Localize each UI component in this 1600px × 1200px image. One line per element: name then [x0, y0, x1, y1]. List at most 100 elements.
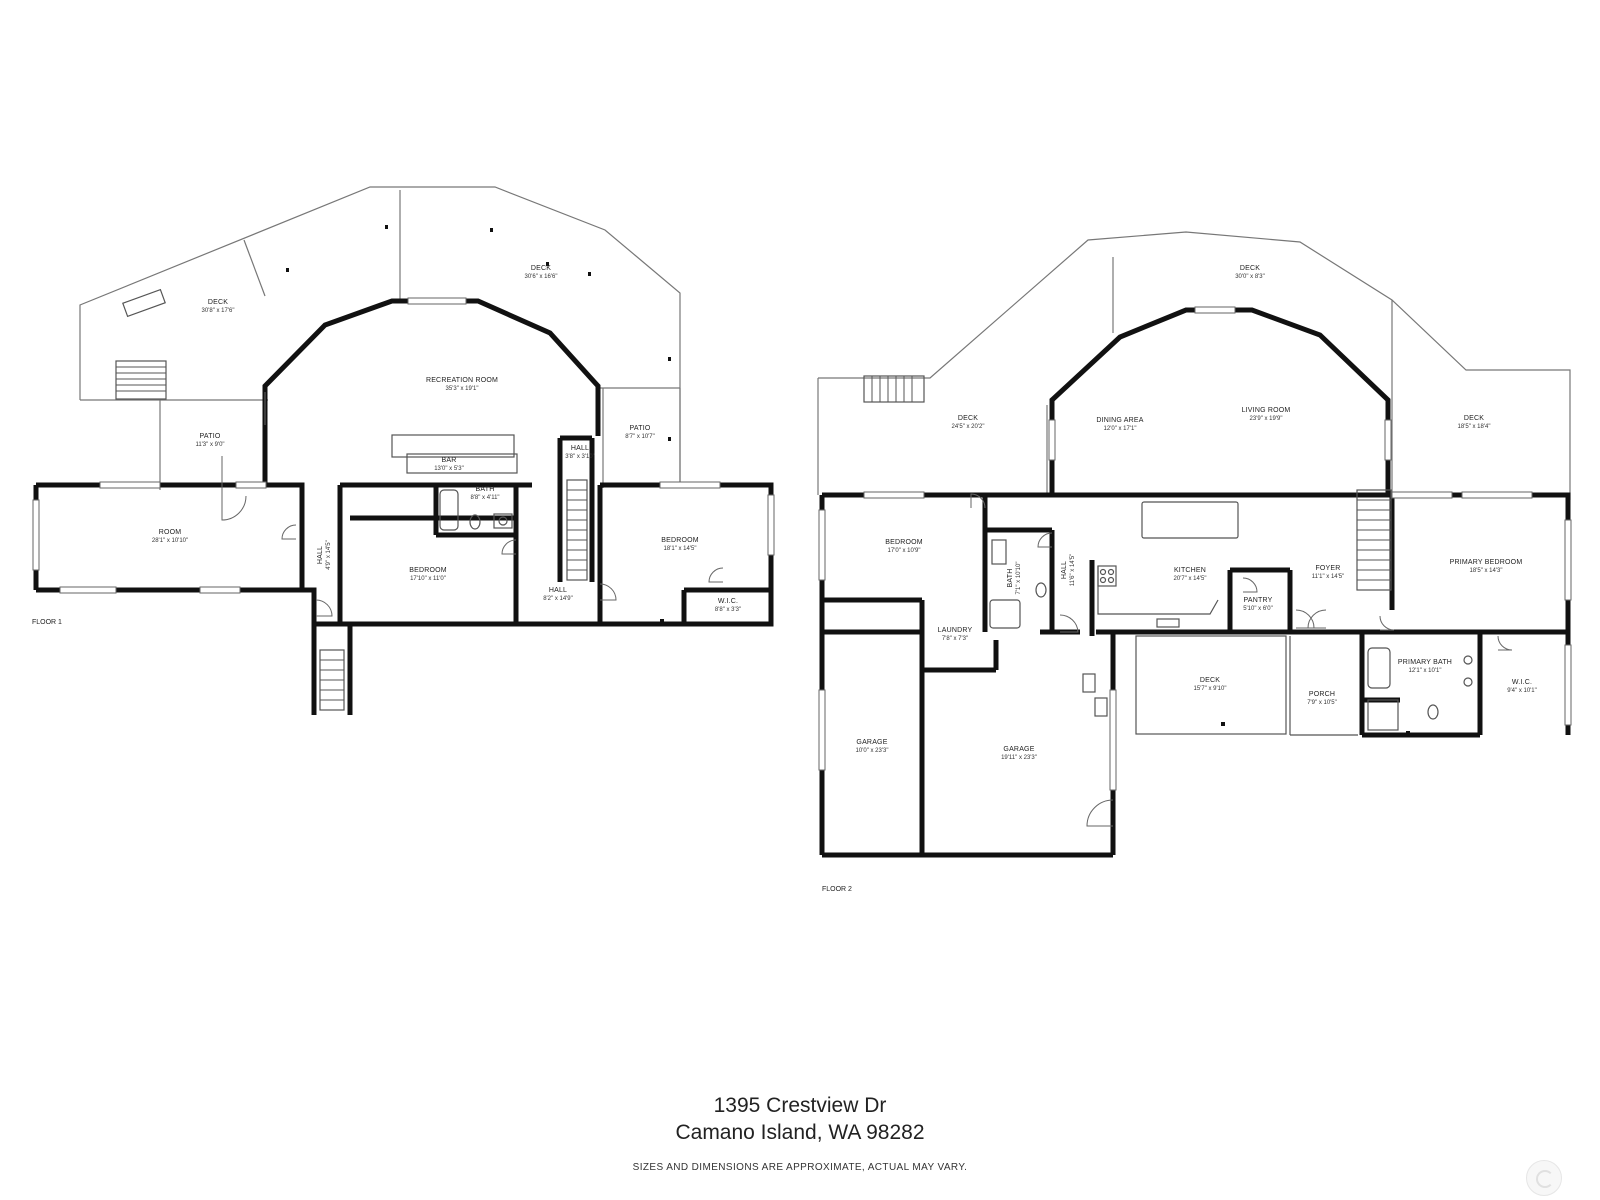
room-dimensions: 7'9" x 10'5": [1307, 700, 1337, 706]
room-label-f2-12: LAUNDRY 7'8" x 7'3": [938, 627, 973, 642]
room-label-f2-14: PORCH 7'9" x 10'5": [1307, 691, 1337, 706]
room-label-f1-5: BAR 13'0" x 5'3": [434, 457, 464, 472]
floor1-interior-stairs: [566, 479, 588, 581]
room-name: FOYER: [1315, 565, 1340, 572]
room-label-f2-3: LIVING ROOM 23'9" x 19'9": [1242, 407, 1291, 422]
room-dimensions: 18'5" x 14'3": [1470, 568, 1503, 574]
room-dimensions: 20'7" x 14'5": [1174, 576, 1207, 582]
room-dimensions: 3'8" x 3'10": [565, 454, 595, 460]
room-dimensions: 30'8" x 17'6": [202, 308, 235, 314]
room-label-f1-13: W.I.C. 8'8" x 3'3": [715, 598, 741, 613]
room-name: LIVING ROOM: [1242, 407, 1291, 414]
room-name: ROOM: [159, 529, 182, 536]
floor-label-2: FLOOR 2: [822, 886, 852, 893]
room-dimensions: 8'8" x 3'3": [715, 607, 741, 613]
room-name: RECREATION ROOM: [426, 377, 498, 384]
floor2-deck-stairs: [863, 375, 925, 403]
floor-1-plan: [32, 186, 775, 715]
floor1-deck-stairs: [115, 360, 167, 400]
address-line-2: Camano Island, WA 98282: [675, 1121, 925, 1144]
room-dimensions: 8'8" x 4'11": [470, 495, 499, 501]
room-name: PORCH: [1309, 691, 1335, 698]
room-label-f2-15: PRIMARY BATH 12'1" x 10'1": [1398, 659, 1452, 674]
room-name: PRIMARY BEDROOM: [1450, 559, 1523, 566]
room-name: PATIO: [630, 425, 651, 432]
room-dimensions: 24'5" x 20'2": [952, 424, 985, 430]
room-dimensions: 17'0" x 10'9": [888, 548, 921, 554]
room-dimensions: 23'9" x 19'9": [1250, 416, 1283, 422]
address-line-1: 1395 Crestview Dr: [713, 1094, 887, 1117]
room-dimensions: 7'1" x 10'10": [1016, 562, 1022, 595]
room-name: KITCHEN: [1174, 567, 1206, 574]
room-dimensions: 35'3" x 19'1": [446, 386, 479, 392]
room-dimensions: 12'0" x 17'1": [1104, 426, 1137, 432]
room-name: BAR: [442, 457, 457, 464]
room-dimensions: 28'1" x 10'10": [152, 538, 188, 544]
room-dimensions: 13'0" x 5'3": [434, 466, 464, 472]
room-label-f1-7: BATH 8'8" x 4'11": [470, 486, 499, 501]
room-name: HALL: [317, 546, 324, 564]
room-name: HALL: [549, 587, 567, 594]
room-name: PANTRY: [1244, 597, 1273, 604]
room-dimensions: 10'0" x 23'3": [856, 748, 889, 754]
room-label-f2-1: DECK 24'5" x 20'2": [952, 415, 985, 430]
room-name: DECK: [1464, 415, 1484, 422]
room-name: BATH: [476, 486, 495, 493]
room-name: GARAGE: [856, 739, 887, 746]
floor2-interior-stairs: [1356, 489, 1392, 591]
room-label-f1-8: ROOM 28'1" x 10'10": [152, 529, 188, 544]
room-dimensions: 11'6" x 14'5": [1070, 554, 1076, 586]
room-name: BEDROOM: [409, 567, 447, 574]
room-dimensions: 18'1" x 14'5": [664, 546, 697, 552]
room-name: HALL: [1061, 561, 1068, 579]
room-name: BATH: [1007, 569, 1014, 588]
room-name: GARAGE: [1003, 746, 1034, 753]
room-dimensions: 17'10" x 11'0": [410, 576, 446, 582]
room-name: LAUNDRY: [938, 627, 973, 634]
room-name: PRIMARY BATH: [1398, 659, 1452, 666]
room-name: DECK: [531, 265, 551, 272]
watermark-logo-icon: [1526, 1160, 1562, 1196]
kitchen-island: [1141, 501, 1239, 539]
room-name: PATIO: [200, 433, 221, 440]
room-label-f2-9: FOYER 11'1" x 14'5": [1312, 565, 1344, 580]
floor1-outer-walls: [36, 482, 774, 627]
room-dimensions: 18'5" x 18'4": [1458, 424, 1491, 430]
room-dimensions: 7'8" x 7'3": [942, 636, 968, 642]
room-dimensions: 19'11" x 23'3": [1001, 755, 1037, 761]
room-label-f1-6: HALL 3'8" x 3'10": [565, 445, 595, 460]
room-dimensions: 4'9" x 14'5": [326, 540, 332, 570]
room-name: DECK: [1240, 265, 1260, 272]
floor1-exterior-stairs: [319, 649, 345, 711]
room-dimensions: 8'2" x 14'9": [543, 596, 573, 602]
room-label-f2-11: PANTRY 5'10" x 6'0": [1243, 597, 1273, 612]
room-dimensions: 15'7" x 9'10": [1194, 686, 1227, 692]
room-name: DECK: [1200, 677, 1220, 684]
room-label-f2-13: DECK 15'7" x 9'10": [1194, 677, 1227, 692]
room-label-f2-17: GARAGE 10'0" x 23'3": [856, 739, 889, 754]
room-dimensions: 11'1" x 14'5": [1312, 574, 1344, 580]
room-name: BEDROOM: [885, 539, 923, 546]
room-label-f2-0: DECK 30'0" x 8'3": [1235, 265, 1265, 280]
room-name: BEDROOM: [661, 537, 699, 544]
floor-2-plan: [817, 231, 1572, 858]
room-name: HALL: [571, 445, 589, 452]
room-name: DECK: [958, 415, 978, 422]
room-name: W.I.C.: [718, 598, 738, 605]
room-label-f1-11: BEDROOM 18'1" x 14'5": [661, 537, 699, 552]
room-dimensions: 12'1" x 10'1": [1409, 668, 1442, 674]
room-label-f2-18: GARAGE 19'11" x 23'3": [1001, 746, 1037, 761]
room-label-f2-10: PRIMARY BEDROOM 18'5" x 14'3": [1450, 559, 1523, 574]
room-dimensions: 5'10" x 6'0": [1243, 606, 1273, 612]
room-dimensions: 30'0" x 8'3": [1235, 274, 1265, 280]
room-name: W.I.C.: [1512, 679, 1532, 686]
